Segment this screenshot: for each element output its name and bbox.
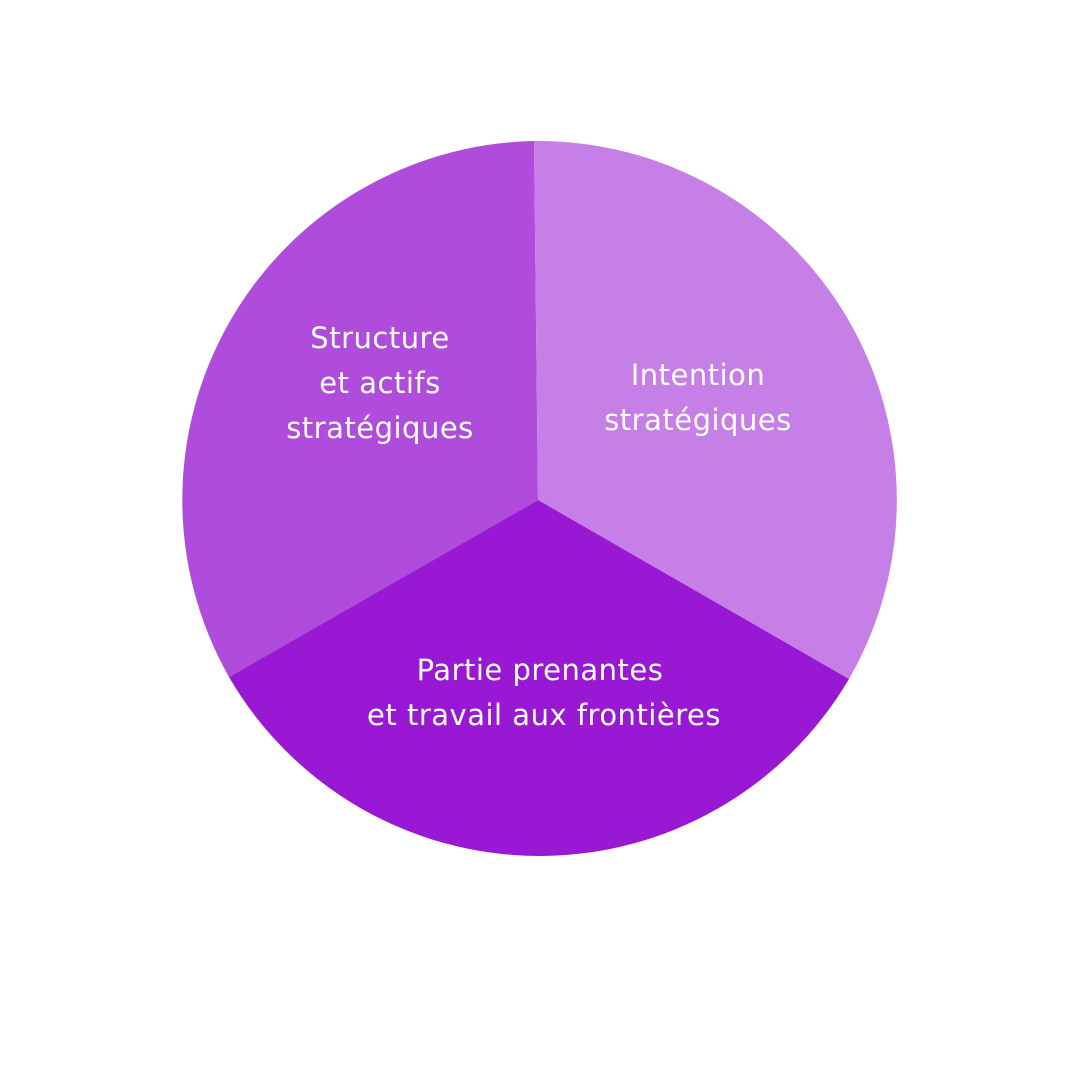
segment-structure-label-line-3: stratégiques [286,411,474,445]
segment-intention-label-line-2: stratégiques [604,403,792,437]
segment-structure-label-line-1: Structure [310,321,449,355]
segment-parties-label-line-2: et travail aux frontières [367,698,721,732]
segment-structure-label-line-2: et actifs [319,366,440,400]
segment-parties-prenantes [229,500,849,856]
segment-intention [534,140,897,679]
segment-structure-actifs [182,141,539,677]
segment-parties-label-line-1: Partie prenantes [417,653,664,687]
segment-intention-label-line-1: Intention [631,358,766,392]
